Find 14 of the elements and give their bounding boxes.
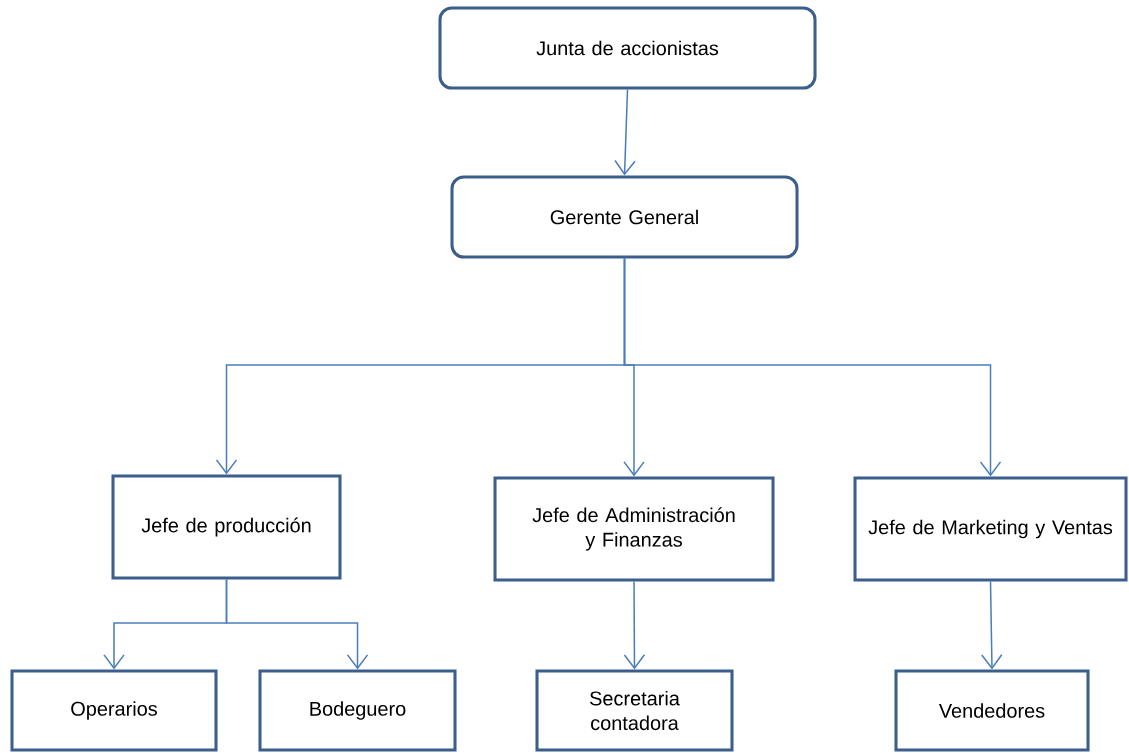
box: Jefe de producción [111,474,342,580]
arrow [614,88,636,176]
box: Bodeguero [258,669,457,752]
arrow [225,578,369,670]
arrow [623,257,1002,477]
box: Jefe de Administración y Finanzas [493,476,775,582]
arrow [981,580,1003,670]
rounded-box: Gerente General [450,175,799,259]
arrow [623,580,646,670]
box: Secretaria contadora [535,669,734,752]
rounded-box: Junta de accionistas [438,6,817,90]
box: Vendedores [894,669,1090,752]
box: Operarios [10,669,218,752]
box: Jefe de Marketing y Ventas [853,476,1128,582]
